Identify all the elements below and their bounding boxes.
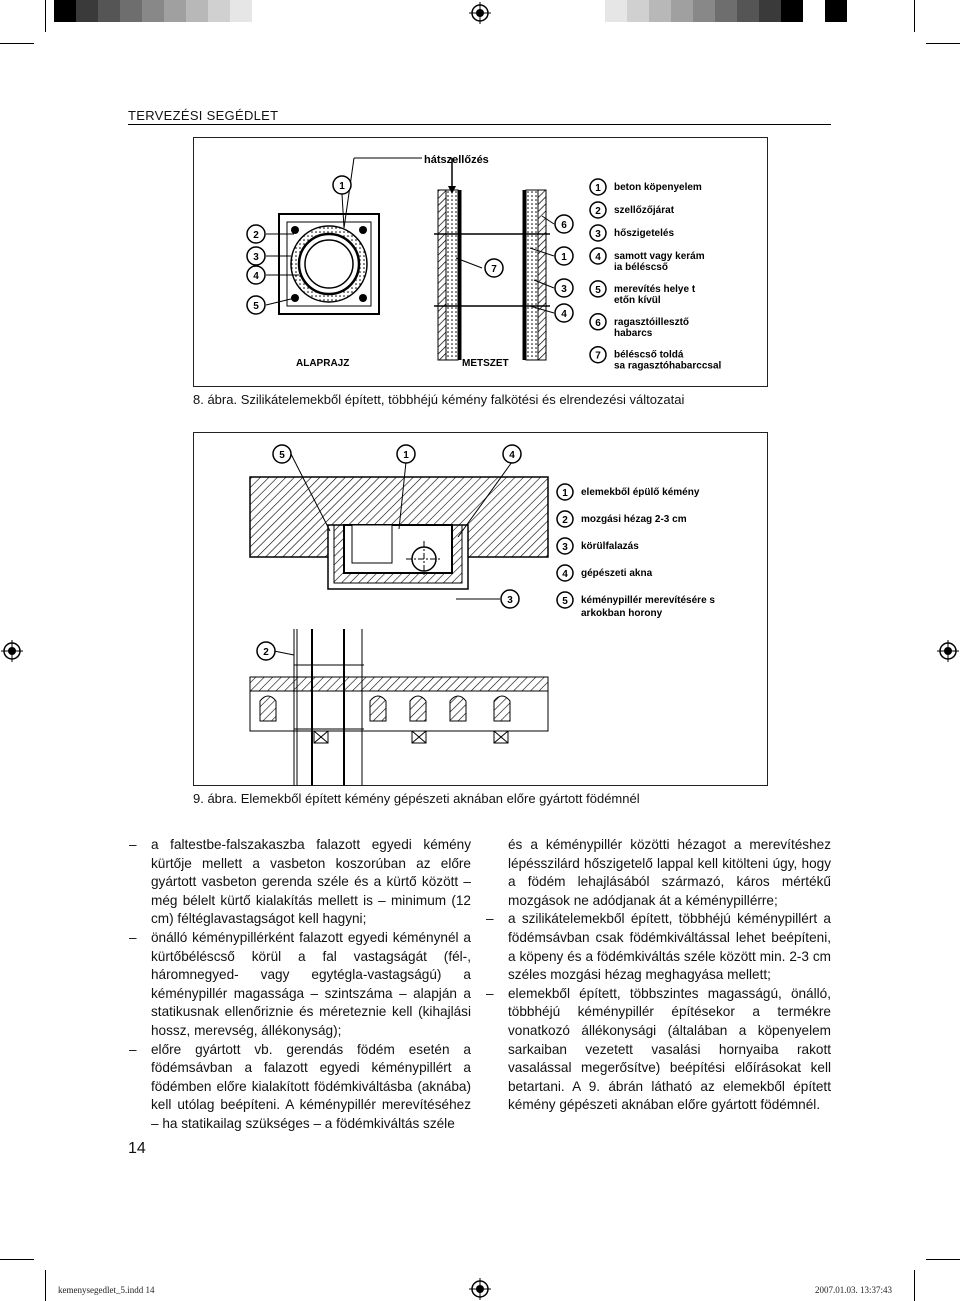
section-view-label: METSZET — [462, 358, 509, 369]
figure-8: 1 2 3 4 5 7 6 1 3 4 hátszellőzés ALAPRAJ… — [193, 137, 768, 387]
plan-view — [278, 213, 380, 315]
svg-text:2: 2 — [253, 230, 259, 241]
svg-text:7: 7 — [491, 264, 497, 275]
crop-mark — [926, 43, 960, 44]
legend-label: szellőzőjárat — [614, 205, 675, 216]
page-number: 14 — [128, 1140, 146, 1157]
plan-view-label: ALAPRAJZ — [296, 358, 349, 369]
registration-crosshair-icon — [469, 2, 491, 24]
figure-9-caption: 9. ábra. Elemekből épített kémény gépész… — [193, 791, 640, 806]
legend-number-badge — [556, 564, 574, 582]
crop-mark — [0, 1259, 34, 1260]
svg-text:5: 5 — [279, 450, 285, 461]
legend-number-badge — [556, 483, 574, 501]
legend-number: 6 — [595, 318, 601, 329]
legend-label: hőszigetelés — [614, 228, 674, 239]
legend-number: 1 — [562, 488, 568, 499]
svg-text:1: 1 — [339, 181, 345, 192]
svg-text:3: 3 — [507, 595, 513, 606]
slab-plan — [249, 476, 549, 590]
svg-text:6: 6 — [561, 220, 567, 231]
svg-text:2: 2 — [263, 647, 269, 658]
list-item: –elemekből épített, többszintes magasság… — [486, 985, 831, 1113]
legend-number: 5 — [562, 596, 568, 607]
legend-number-badge — [589, 178, 607, 196]
legend-label: körülfalazás — [581, 541, 639, 552]
header-rule — [128, 124, 831, 125]
crop-mark — [914, 0, 915, 32]
list-item: –a szilikátelemekből épített, többhéjú k… — [486, 911, 831, 983]
figure-9-legend: 1 elemekből épülő kémény 2 mozgási hézag 2-… — [556, 483, 715, 619]
slab-section — [249, 629, 549, 785]
crop-mark — [0, 43, 34, 44]
svg-text:3: 3 — [561, 284, 567, 295]
crop-mark — [45, 0, 46, 32]
crop-mark — [45, 1270, 46, 1301]
continuation-paragraph: és a kéménypillér közötti hézagot a mere… — [508, 837, 831, 908]
legend-number: 4 — [595, 252, 601, 263]
svg-text:1: 1 — [403, 450, 409, 461]
legend-number: 7 — [595, 351, 601, 362]
registration-crosshair-icon — [937, 640, 959, 662]
legend-number-badge — [589, 345, 607, 364]
legend-number-badge — [556, 591, 574, 609]
section-view — [434, 158, 550, 361]
printer-color-bar-right — [605, 0, 847, 22]
legend-label: elemekből épülő kémény — [581, 487, 700, 498]
legend-number-badge — [556, 537, 574, 555]
list-item: –előre gyártott vb. gerendás födém eseté… — [129, 1041, 471, 1131]
legend-number: 5 — [595, 285, 601, 296]
list-item: –önálló kéménypillérként falazott egyedi… — [129, 929, 471, 1038]
list-item: –a faltestbe-falszakaszba falazott egyed… — [129, 837, 471, 927]
body-column-left: –a faltestbe-falszakaszba falazott egyed… — [129, 836, 471, 1134]
legend-number: 4 — [562, 569, 568, 580]
legend-label: mozgási hézag 2-3 cm — [581, 514, 687, 525]
svg-text:4: 4 — [509, 450, 515, 461]
legend-number-badge — [589, 224, 607, 242]
svg-text:1: 1 — [561, 252, 567, 263]
footer-timestamp: 2007.01.03. 13:37:43 — [815, 1285, 893, 1295]
figure-9-drawing: 5 1 4 3 2 1 elemekből épülő kémény 2 mozgás… — [249, 444, 715, 785]
registration-crosshair-icon — [1, 640, 23, 662]
legend-number-badge — [589, 247, 607, 265]
svg-text:3: 3 — [253, 252, 259, 263]
running-header: TERVEZÉSI SEGÉDLET — [128, 108, 279, 123]
body-column-right: és a kéménypillér közötti hézagot a mere… — [486, 836, 831, 1115]
legend-number: 3 — [562, 542, 568, 553]
legend-number: 2 — [595, 206, 601, 217]
legend-number: 3 — [595, 229, 601, 240]
svg-text:5: 5 — [253, 301, 259, 312]
footer-file: kemenysegedlet_5.indd 14 — [58, 1285, 155, 1295]
legend-number-badge — [589, 313, 607, 331]
figure-8-drawing: 1 2 3 4 5 7 6 1 3 4 hátszellőzés ALAPRAJ… — [246, 154, 722, 372]
crop-mark — [926, 1259, 960, 1260]
legend-number: 2 — [562, 515, 568, 526]
top-label: hátszellőzés — [424, 154, 489, 166]
figure-8-caption: 8. ábra. Szilikátelemekből épített, több… — [193, 392, 685, 407]
legend-number-badge — [589, 201, 607, 219]
printer-color-bar — [54, 0, 252, 22]
legend-label: gépészeti akna — [581, 568, 653, 579]
registration-crosshair-icon — [469, 1278, 491, 1300]
svg-text:4: 4 — [253, 271, 259, 282]
legend-number-badge — [556, 510, 574, 528]
figure-9: 5 1 4 3 2 1 elemekből épülő kémény 2 mozgás… — [193, 432, 768, 786]
crop-mark — [914, 1270, 915, 1301]
legend-number: 1 — [595, 183, 601, 194]
svg-text:4: 4 — [561, 309, 567, 320]
figure-8-legend: 1 beton köpenyelem 2 szellőzőjárat 3 hősziget… — [589, 178, 722, 372]
legend-label: beton köpenyelem — [614, 182, 702, 193]
legend-number-badge — [589, 280, 607, 298]
